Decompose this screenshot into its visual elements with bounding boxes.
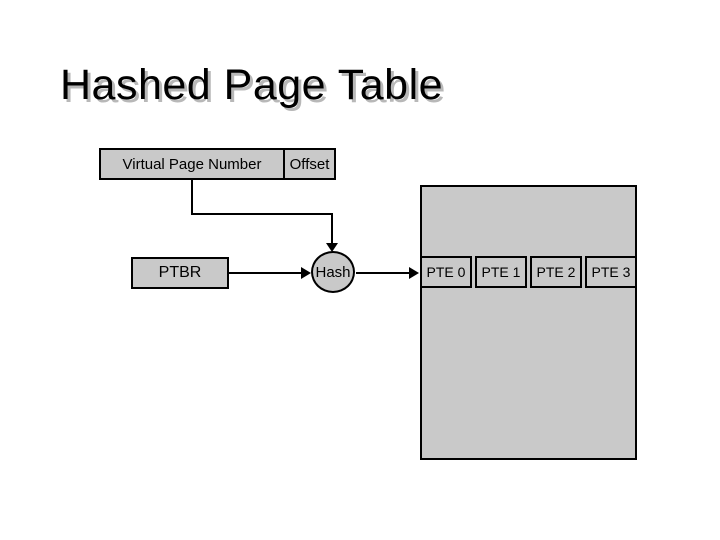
ptbr-box: PTBR [131, 257, 229, 289]
pte-cell-1: PTE 1 [475, 256, 527, 288]
pte-cell-0: PTE 0 [420, 256, 472, 288]
hash-circle: Hash [311, 251, 355, 293]
slide-title: Hashed Page Table [60, 61, 444, 109]
vpn-to-hash-line [191, 179, 333, 244]
virtual-page-number-cell: Virtual Page Number [99, 148, 285, 180]
hash-to-table-arrowhead [409, 267, 419, 279]
pte-cell-3: PTE 3 [585, 256, 637, 288]
virtual-address-box: Virtual Page Number Offset [99, 148, 336, 180]
hash-page-table-block [420, 185, 637, 460]
pte-row: PTE 0 PTE 1 PTE 2 PTE 3 [420, 256, 637, 288]
ptbr-to-hash-arrowhead [301, 267, 311, 279]
pte-cell-2: PTE 2 [530, 256, 582, 288]
offset-cell: Offset [285, 148, 336, 180]
